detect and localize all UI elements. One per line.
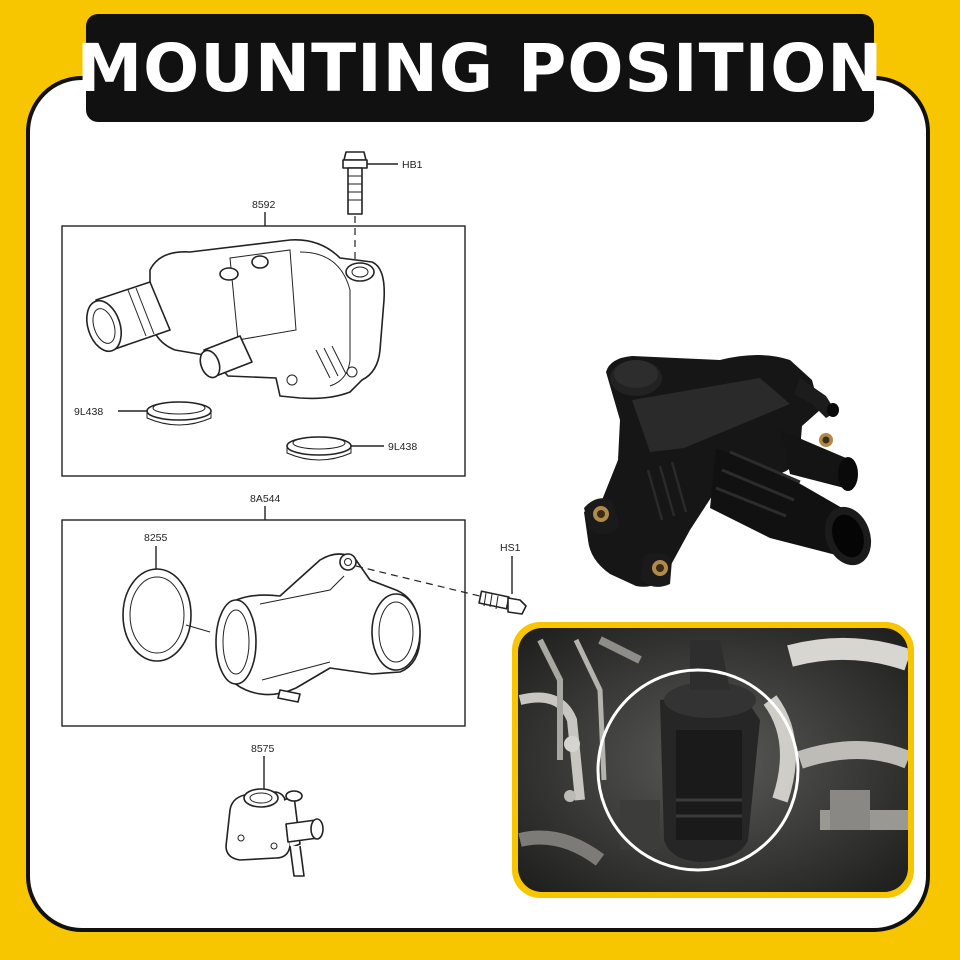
label-9l438-right: 9L438 bbox=[388, 441, 417, 453]
label-9l438-left: 9L438 bbox=[74, 406, 103, 418]
housing-group-8a544: 8A544 8255 bbox=[61, 493, 527, 727]
label-hb1: HB1 bbox=[402, 159, 423, 171]
label-8a544: 8A544 bbox=[250, 493, 281, 505]
label-8575: 8575 bbox=[251, 743, 275, 755]
outlet-pipe-drawing bbox=[215, 553, 497, 703]
label-8255: 8255 bbox=[144, 532, 168, 544]
thermostat-housing-drawing bbox=[85, 239, 386, 400]
housing-group-8592: 8592 HB1 bbox=[61, 151, 466, 477]
banner-title: MOUNTING POSITION bbox=[76, 29, 884, 107]
o-ring-9l438-right bbox=[286, 436, 352, 461]
housing-8575: 8575 bbox=[225, 743, 324, 877]
label-hs1: HS1 bbox=[500, 542, 521, 554]
product-photo bbox=[584, 355, 872, 587]
label-8592: 8592 bbox=[252, 199, 276, 211]
o-ring-9l438-left bbox=[146, 401, 212, 426]
bolt-hs1 bbox=[478, 590, 527, 615]
title-banner: MOUNTING POSITION bbox=[76, 14, 883, 122]
engine-photo bbox=[512, 622, 914, 898]
group-box-8a544 bbox=[61, 519, 466, 727]
group-box-8592 bbox=[61, 225, 466, 477]
seal-8255 bbox=[122, 568, 211, 662]
